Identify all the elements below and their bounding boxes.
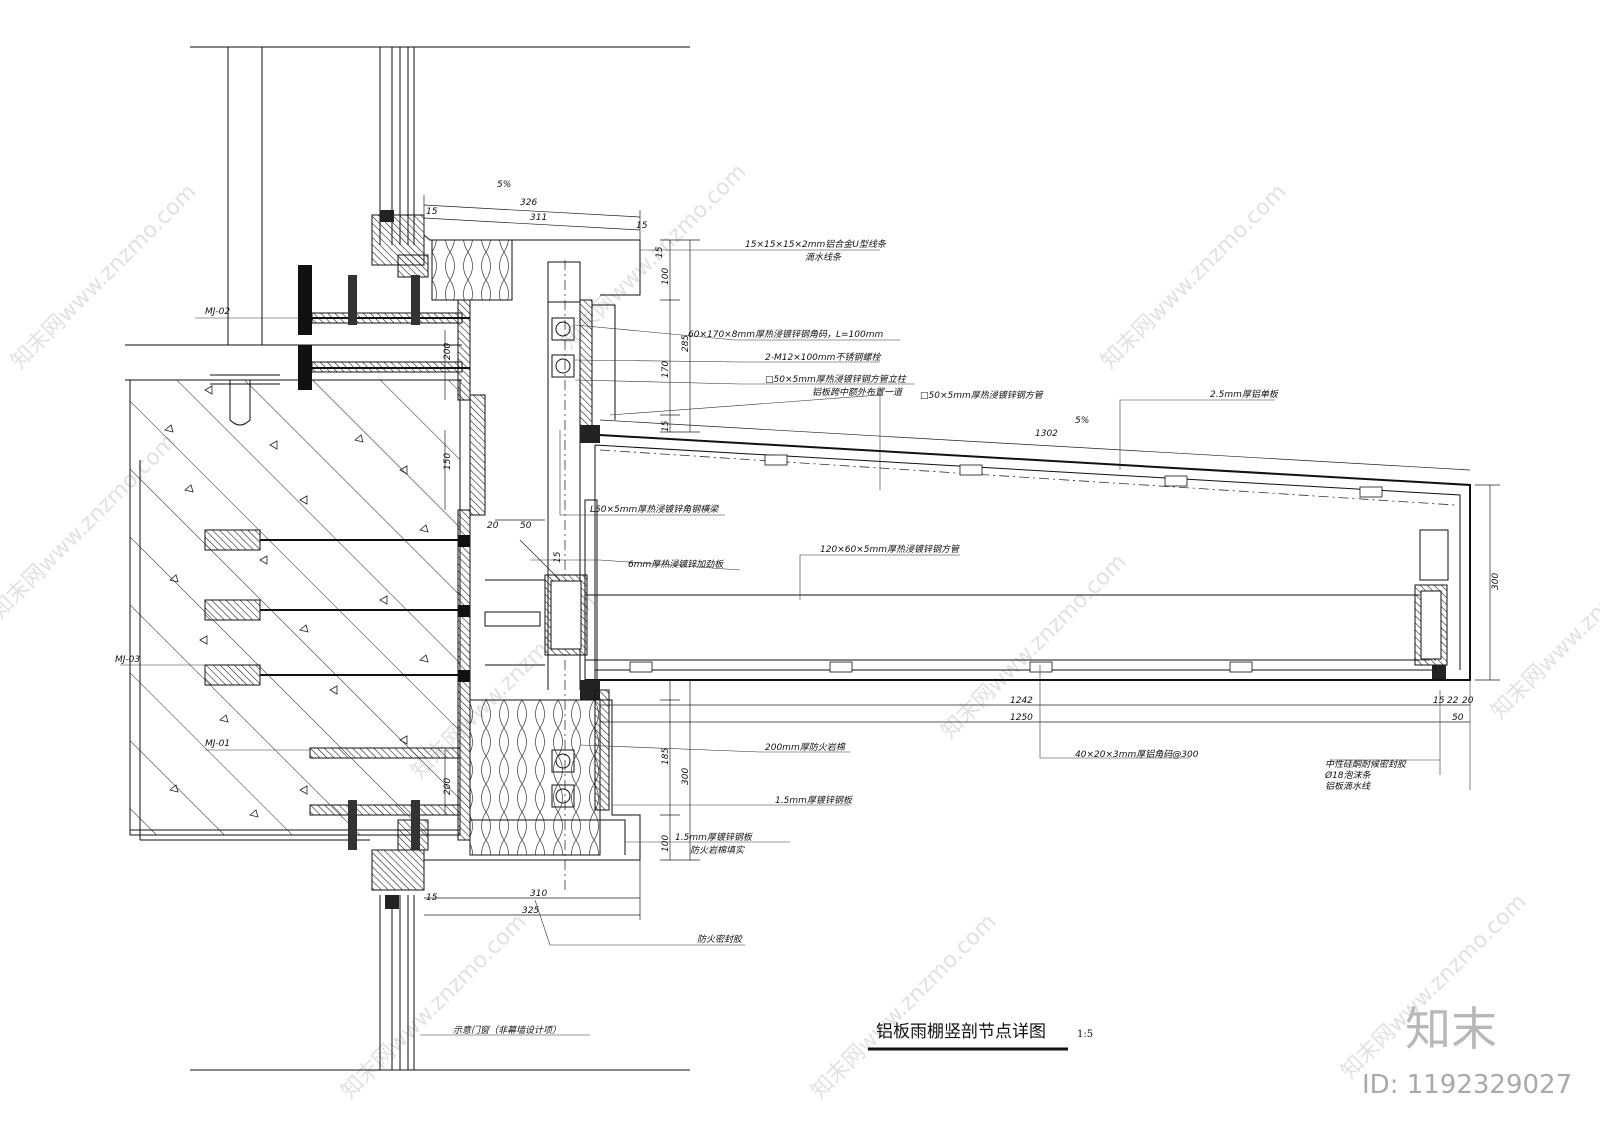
dim-slope-mid: 5% [1075,416,1089,426]
dim-100a: 100 [661,268,671,285]
dim-185: 185 [661,748,671,765]
label-square-tube: □50×5mm厚热浸镀锌钢方管 [920,390,1045,401]
dim-50: 50 [520,521,532,531]
dim-15d: 15 [661,420,671,432]
lower-rockwool [424,689,641,861]
label-square-column: □50×5mm厚热浸镀锌钢方管立柱 [765,374,907,385]
label-plate-6: 6mm厚热浸镀锌加劲板 [628,559,725,570]
upper-box [423,234,641,431]
drawing-title: 铝板雨棚竖剖节点详图 [876,1022,1046,1042]
dim-15a: 15 [426,207,438,217]
label-al-angle: 40×20×3mm厚铝角码@300 [1075,749,1199,760]
dimension-lines [423,195,1500,920]
label-angle-beam: L50×5mm厚热浸镀锌角钢横梁 [590,504,719,515]
dim-15c: 15 [655,246,665,258]
label-steel-15: 1.5mm厚镀锌钢板 [775,795,854,806]
dim-300: 300 [681,768,691,785]
annotation-labels: MJ-02 MJ-03 MJ-01 15×15×15×2mm铝合金U型线条 滴水… [115,239,1407,1036]
window-frame-area [125,46,690,1071]
embedded-anchors [204,265,471,850]
label-mj02: MJ-02 [205,307,230,317]
dim-20b: 20 [1462,696,1474,706]
dim-311: 311 [530,213,547,223]
leader-lines [120,249,1471,1036]
label-bolt: 2-M12×100mm不锈钢螺栓 [765,352,881,363]
drawing-scale: 1:5 [1077,1029,1093,1040]
label-mid-arrange: 铝板跨中额外布置一道 [812,387,904,398]
dim-100b: 100 [661,835,671,852]
dim-325: 325 [522,906,539,916]
label-al-drip: 铝板滴水线 [1325,781,1371,792]
label-al-single: 2.5mm厚铝单板 [1210,389,1280,400]
dim-22: 22 [1447,696,1459,706]
label-steel-15b: 1.5mm厚镀锌钢板 [675,832,754,843]
brand-watermark: 知末 ID: 1192329027 [1362,1002,1572,1100]
label-window: 示意门窗（非幕墙设计项） [453,1025,561,1036]
label-sealant: 中性硅酮耐候密封胶 [1325,759,1407,770]
dim-285: 285 [681,335,691,352]
dim-1302: 1302 [1035,429,1058,439]
watermark-text: 知末网www.znzmo.com [1097,179,1292,374]
dim-50b: 50 [1452,713,1464,723]
dim-1242: 1242 [1010,696,1033,706]
brand-logo-text: 知末 [1405,1002,1497,1056]
dim-slope-top: 5% [497,180,511,190]
watermark-text: 知末网www.znzmo.com [807,909,1002,1104]
dim-326: 326 [520,198,537,208]
label-rock-wool: 200mm厚防火岩棉 [765,742,846,753]
dim-170: 170 [661,361,671,378]
label-mj03: MJ-03 [115,655,140,665]
canopy [580,425,1471,700]
label-tube-120: 120×60×5mm厚热浸镀锌钢方管 [820,544,961,555]
watermark-text: 知末网www.znzmo.com [337,909,532,1104]
label-rock-fill: 防火岩棉填实 [690,845,745,856]
image-id-text: ID: 1192329027 [1362,1070,1572,1100]
dim-1250: 1250 [1010,713,1033,723]
concrete-wall [129,374,461,841]
dimension-texts: 5% 326 311 15 15 15 100 170 285 15 200 1… [426,180,1501,916]
dim-15e: 15 [553,551,563,563]
dim-300-right: 300 [1491,573,1501,590]
label-foam: Ø18泡沫条 [1324,770,1372,781]
label-drip-line: 滴水线条 [805,252,842,263]
label-angle-code: 60×170×8mm厚热浸镀锌钢角码，L=100mm [688,329,883,340]
watermark-text: 知末网www.znzmo.com [937,549,1132,744]
drawing-title-block: 铝板雨棚竖剖节点详图 1:5 [868,1022,1093,1051]
dim-200a: 200 [443,343,453,360]
dim-15b: 15 [636,221,648,231]
watermark-text: 知末网www.znzmo.com [1487,529,1600,724]
dim-310: 310 [530,889,547,899]
dim-150: 150 [443,453,453,470]
label-fire-seal: 防火密封胶 [697,934,743,945]
dim-15f: 15 [1433,696,1445,706]
dim-20: 20 [487,521,499,531]
label-drip-strip: 15×15×15×2mm铝合金U型线条 [745,239,887,250]
dim-15g: 15 [426,893,438,903]
label-mj01: MJ-01 [205,739,230,749]
dim-200b: 200 [443,778,453,795]
